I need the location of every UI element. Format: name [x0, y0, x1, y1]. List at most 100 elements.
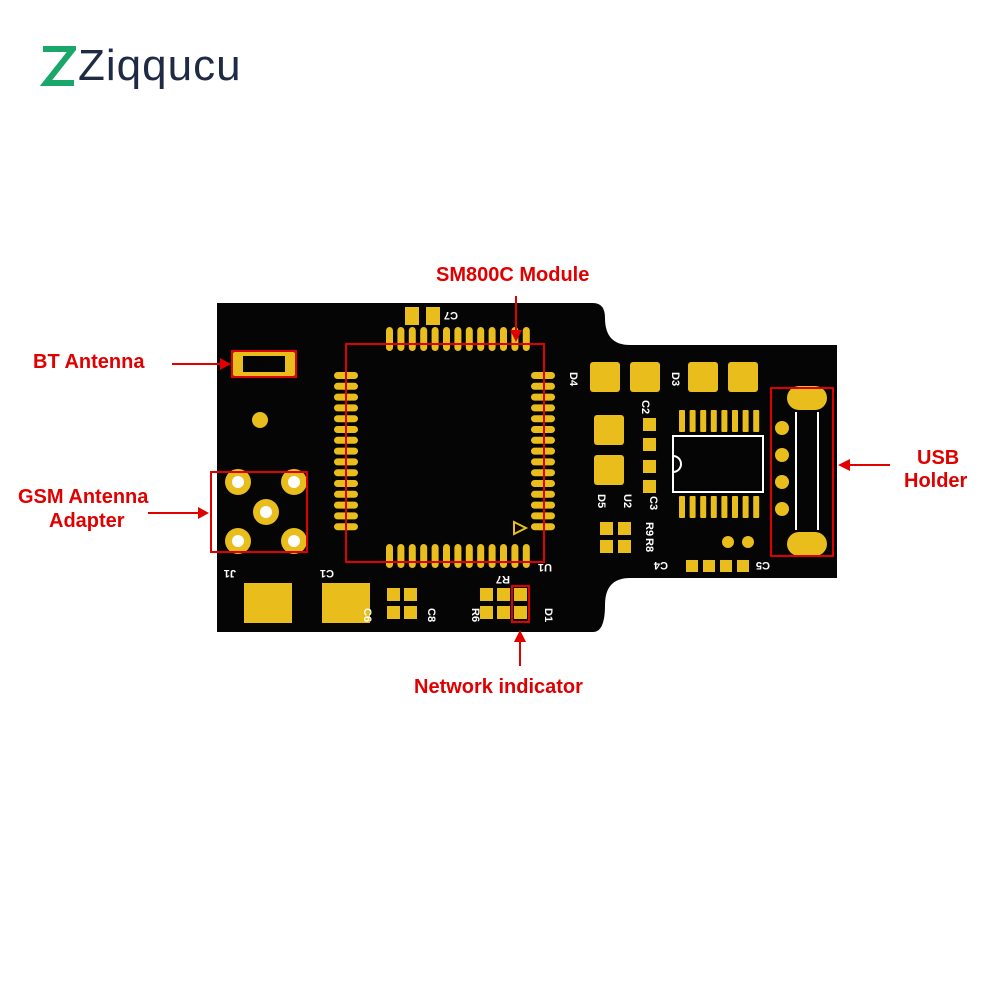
silk-r7: R7	[496, 573, 510, 585]
j4-inner	[243, 356, 285, 372]
r9-pad	[618, 522, 631, 535]
u1-top-pad	[488, 327, 496, 351]
u1-bottom-pad	[420, 544, 428, 568]
c2-pad	[643, 438, 656, 451]
j1-hole	[288, 476, 300, 488]
d3-pad	[728, 362, 758, 392]
c5-pad	[720, 560, 732, 572]
u1-top-pad	[477, 327, 485, 351]
usb-pin	[775, 448, 789, 462]
silk-c4: C4	[653, 559, 668, 571]
u2-bottom-pin	[742, 496, 749, 518]
usb-pin	[775, 502, 789, 516]
silk-c2: C2	[639, 400, 651, 414]
label-network: Network indicator	[414, 676, 583, 698]
c2-pad	[643, 418, 656, 431]
silk-r9: R9	[643, 522, 655, 536]
c3-pad	[643, 480, 656, 493]
u1-bottom-pad	[522, 544, 530, 568]
silk-c7: C7	[444, 309, 458, 321]
silk-d5: D5	[595, 494, 607, 508]
u1-bottom-pad	[397, 544, 405, 568]
u1-top-pad	[465, 327, 473, 351]
silk-c8: C8	[425, 608, 437, 622]
brand-name: Ziqqucu	[78, 41, 242, 90]
r7-pad	[497, 606, 510, 619]
u2-top-pin	[753, 410, 760, 432]
label-sm800c: SM800C Module	[436, 264, 590, 286]
u1-top-pad	[500, 327, 507, 351]
d4-pad	[630, 362, 660, 392]
label-bt-antenna: BT Antenna	[33, 351, 145, 373]
d5-pad	[594, 455, 624, 485]
d5-pad	[594, 415, 624, 445]
silk-c1: C1	[320, 567, 334, 579]
arrow-usb-head	[838, 459, 850, 471]
u2-bottom-pin	[679, 496, 685, 518]
c8-pad	[404, 588, 417, 601]
u1-bottom-pad	[465, 544, 473, 568]
u1-pin1-marker	[513, 520, 529, 536]
u1-bottom-pad	[477, 544, 485, 568]
j1-hole	[288, 535, 300, 547]
arrow-sm800c-head	[510, 330, 522, 342]
d1-pad	[514, 606, 527, 619]
via-pad	[722, 536, 734, 548]
c6-pad	[387, 588, 400, 601]
u1-bottom-pad	[408, 544, 416, 568]
brand-logo: Ziqqucu	[40, 36, 242, 96]
u1-bottom-pad	[454, 544, 462, 568]
r8-pad	[600, 540, 613, 553]
large-pad	[244, 583, 292, 623]
silk-d4: D4	[567, 372, 579, 387]
label-usb-line1: USB	[917, 447, 960, 469]
j1-hole	[232, 476, 244, 488]
u2-pads	[679, 410, 760, 518]
highlight-bt-antenna	[231, 350, 297, 378]
arrow-gsm-head	[198, 507, 209, 519]
c4-pad	[686, 560, 698, 572]
u1-bottom-pad	[488, 544, 496, 568]
u1-bottom-pad	[386, 544, 393, 568]
arrow-bt-head	[220, 358, 231, 370]
c3-pad	[643, 460, 656, 473]
u1-top-pad	[397, 327, 405, 351]
u2-top-pin	[732, 410, 738, 432]
silk-r6: R6	[469, 608, 481, 622]
u1-top-pad	[386, 327, 393, 351]
u1-top-pad	[522, 327, 530, 351]
arrow-network-head	[514, 630, 526, 642]
u2-bottom-pin	[710, 496, 717, 518]
c8-pad	[404, 606, 417, 619]
via-pad	[742, 536, 754, 548]
label-gsm-line2: Adapter	[49, 510, 125, 532]
silk-u1: U1	[538, 561, 552, 573]
j1-hole	[232, 535, 244, 547]
u2-bottom-pin	[753, 496, 760, 518]
u1-top-pad	[420, 327, 428, 351]
silk-c3: C3	[647, 496, 659, 510]
u1-top-pad	[443, 327, 450, 351]
r6-pad	[480, 588, 493, 601]
highlight-usb	[770, 387, 834, 557]
c4-pad	[703, 560, 715, 572]
silk-j1: J1	[224, 567, 236, 579]
u2-top-pin	[721, 410, 728, 432]
r7-pad	[497, 588, 510, 601]
silk-j4: J4	[255, 356, 270, 371]
silk-u2: U2	[621, 494, 633, 508]
j1-hole	[260, 506, 272, 518]
usb-pin	[775, 475, 789, 489]
highlight-gsm	[210, 471, 308, 553]
c7-pad	[426, 307, 440, 325]
r6-pad	[480, 606, 493, 619]
u2-bottom-pin	[700, 496, 707, 518]
r9-pad	[600, 522, 613, 535]
silk-c5: C5	[756, 559, 770, 571]
d1-pad	[514, 588, 527, 601]
mount-pad	[252, 412, 268, 428]
u2-top-pin	[710, 410, 717, 432]
d3-pad	[688, 362, 718, 392]
c1-pad	[322, 583, 370, 623]
